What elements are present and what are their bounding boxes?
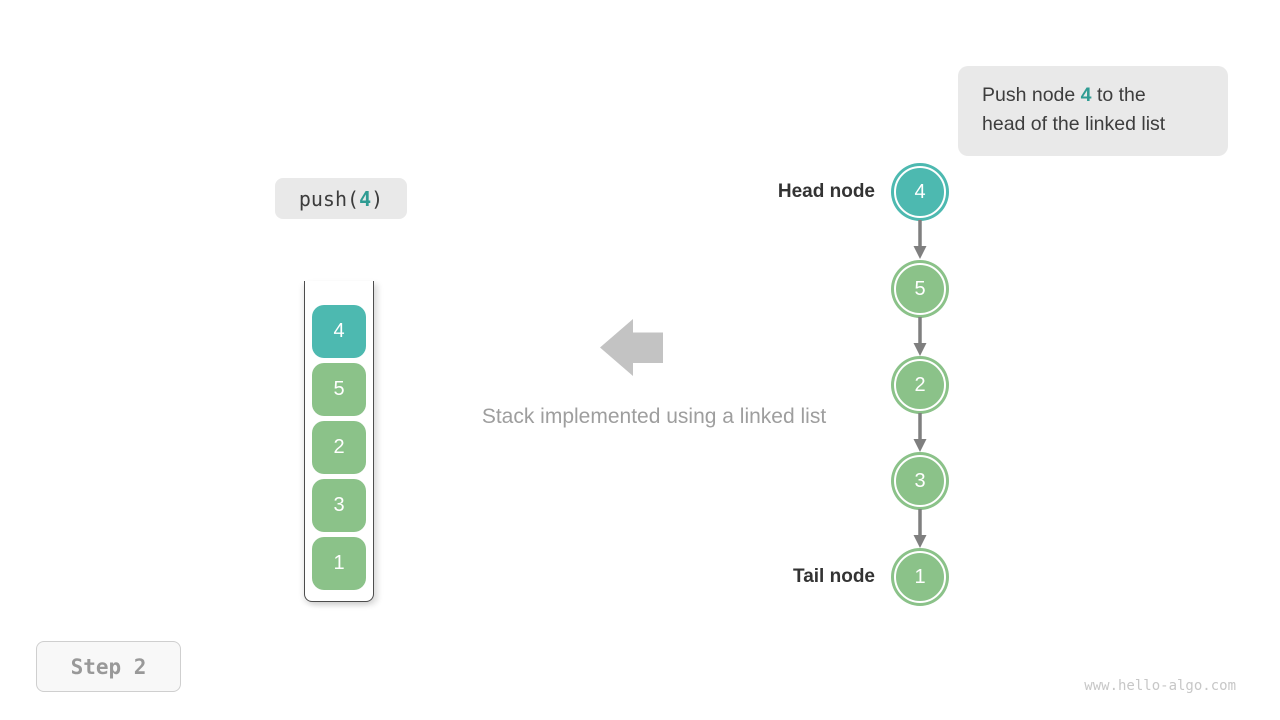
node-ring (894, 551, 946, 603)
linked-list-node: 5 (891, 260, 949, 318)
step-badge: Step 2 (36, 641, 181, 692)
operation-prefix: push( (298, 186, 360, 211)
head-node-label: Head node (777, 181, 875, 202)
stack-item: 1 (312, 537, 366, 590)
node-value: 2 (914, 373, 926, 396)
watermark-text: www.hello-algo.com (1084, 678, 1236, 694)
stack-item: 5 (312, 363, 366, 416)
stack-item: 3 (312, 479, 366, 532)
linked-list-node: 2 (891, 356, 949, 414)
node-ring (894, 455, 946, 507)
callout-text-line2: head of the linked list (982, 113, 1166, 135)
node-value: 1 (914, 565, 926, 588)
node-value: 3 (914, 469, 926, 492)
step-label: Step 2 (70, 654, 147, 679)
down-arrow-icon (913, 220, 927, 259)
callout-text-suffix: to the (1091, 84, 1146, 106)
stack-container: 4 5 2 3 1 (304, 281, 374, 602)
stack-item: 4 (312, 305, 366, 358)
node-ring (894, 263, 946, 315)
stack-item-value: 5 (333, 378, 345, 400)
stack-item: 2 (312, 421, 366, 474)
linked-list-node: 4 (891, 163, 949, 221)
node-ring (894, 359, 946, 411)
caption-text: Stack implemented using a linked list (481, 405, 827, 428)
tail-node-label: Tail node (793, 566, 875, 587)
linked-list-node: 3 (891, 452, 949, 510)
stack-item-value: 3 (333, 494, 345, 516)
stack-item-value: 4 (333, 320, 345, 342)
operation-suffix: ) (371, 186, 384, 211)
callout-text-prefix: Push node (982, 84, 1081, 106)
callout-highlight-value: 4 (1080, 84, 1092, 106)
down-arrow-icon (913, 317, 927, 356)
node-value: 4 (914, 180, 926, 203)
left-block-arrow-icon (600, 319, 663, 376)
down-arrow-icon (913, 509, 927, 548)
linked-list-node: 1 (891, 548, 949, 606)
down-arrow-icon (913, 413, 927, 452)
stack-item-value: 1 (333, 552, 345, 574)
callout-bubble: Push node 4 to the head of the linked li… (958, 66, 1228, 156)
operation-label: push(4) (275, 178, 407, 219)
stack-item-value: 2 (333, 436, 345, 458)
operation-arg: 4 (359, 186, 372, 211)
node-ring (894, 166, 946, 218)
node-value: 5 (914, 277, 926, 300)
